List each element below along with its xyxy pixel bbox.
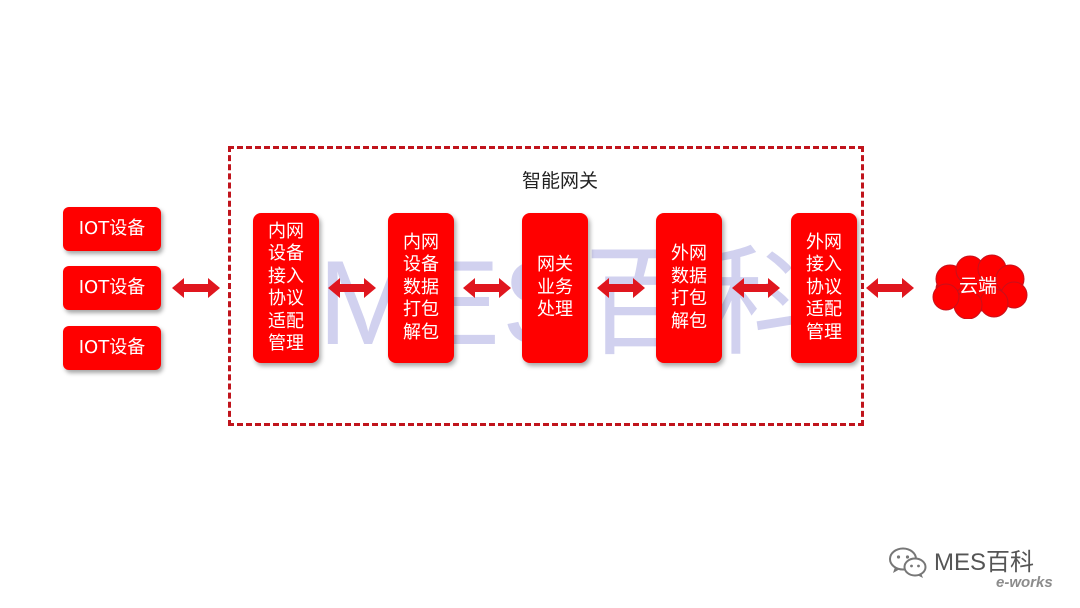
double-arrow-icon (463, 278, 511, 298)
iot-device-box-3: IOT设备 (63, 326, 161, 370)
module-box-inner-access: 内网设备接入协议适配管理 (253, 213, 319, 363)
module-label: 网关业务处理 (537, 254, 573, 321)
module-label: 外网接入协议适配管理 (806, 231, 842, 343)
double-arrow-icon (172, 278, 220, 298)
module-label: 外网数据打包解包 (671, 243, 707, 332)
iot-device-box-2: IOT设备 (63, 266, 161, 310)
brand-text: MES百科 (934, 549, 1035, 576)
iot-device-label: IOT设备 (78, 277, 146, 298)
double-arrow-icon (866, 278, 914, 298)
eworks-logo: e-works (996, 574, 1053, 591)
double-arrow-icon (328, 278, 376, 298)
module-box-inner-packing: 内网设备数据打包解包 (388, 213, 454, 363)
module-label: 内网设备接入协议适配管理 (268, 220, 304, 355)
iot-device-label: IOT设备 (78, 337, 146, 358)
module-label: 内网设备数据打包解包 (403, 231, 439, 343)
cloud-label: 云端 (958, 275, 997, 297)
module-box-outer-packing: 外网数据打包解包 (656, 213, 722, 363)
iot-device-box-1: IOT设备 (63, 207, 161, 251)
double-arrow-icon (597, 278, 645, 298)
gateway-frame (228, 146, 864, 426)
iot-device-label: IOT设备 (78, 218, 146, 239)
gateway-title: 智能网关 (521, 170, 598, 192)
double-arrow-icon (732, 278, 780, 298)
wechat-icon (889, 547, 927, 578)
footer-logo: MES百科 e-works (888, 540, 1074, 600)
module-box-outer-access: 外网接入协议适配管理 (791, 213, 857, 363)
cloud-icon (932, 254, 1028, 319)
module-box-business: 网关业务处理 (522, 213, 588, 363)
